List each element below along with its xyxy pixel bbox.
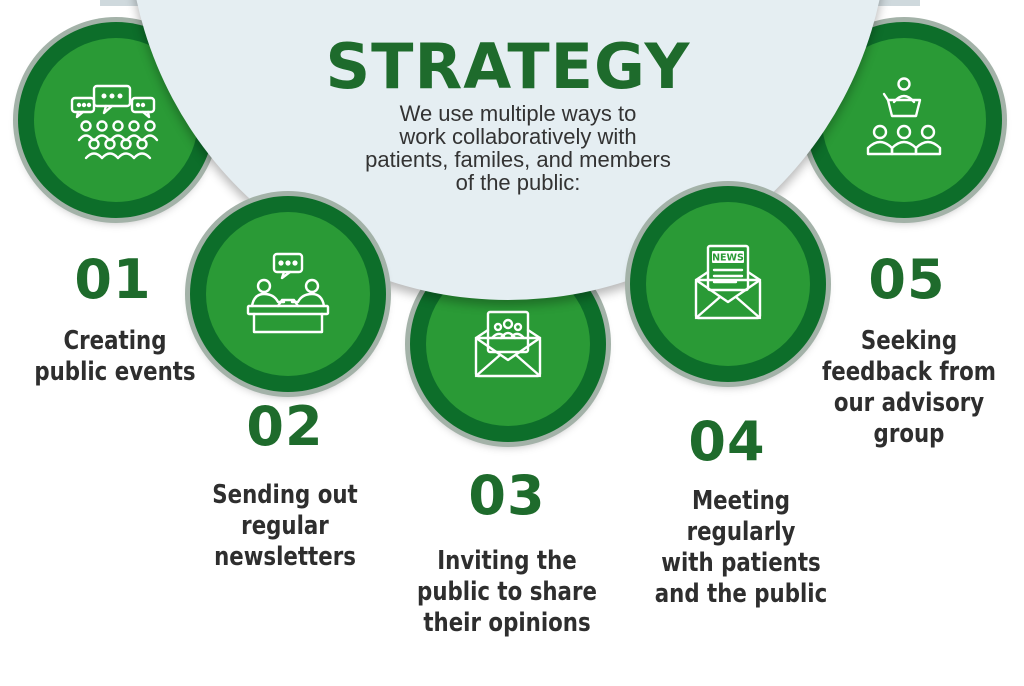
intro-line: We use multiple ways to bbox=[399, 101, 637, 126]
step-4-label-line: and the public bbox=[654, 579, 828, 609]
presenter-audience-icon bbox=[866, 77, 942, 156]
newsletter-envelope-icon: NEWS bbox=[694, 244, 762, 320]
step-3-label-line: public to share bbox=[417, 577, 597, 607]
step-2-label-line: newsletters bbox=[214, 542, 356, 572]
step-5-label-line: our advisory bbox=[833, 388, 985, 418]
step-1-label-line: public events bbox=[34, 357, 196, 387]
step-5-circle bbox=[806, 22, 1002, 218]
step-3-number: 03 bbox=[468, 464, 546, 527]
page-title: STRATEGY bbox=[325, 30, 691, 103]
audience-speech-bubbles-icon bbox=[70, 84, 159, 160]
step-4-label-line: Meeting regularly bbox=[686, 486, 796, 547]
step-2-number: 02 bbox=[246, 395, 324, 458]
news-icon-label: NEWS bbox=[712, 253, 744, 264]
step-5-label: Seeking feedback from our advisory group bbox=[815, 326, 1004, 450]
step-4-number: 04 bbox=[688, 410, 766, 473]
step-3-label: Inviting the public to share their opini… bbox=[413, 546, 602, 639]
step-3-label-line: their opinions bbox=[423, 608, 591, 638]
step-2-label-line: Sending out bbox=[212, 480, 358, 510]
step-4-label-line: with patients bbox=[661, 548, 821, 578]
envelope-group-icon bbox=[474, 310, 542, 378]
step-5-label-line: group bbox=[873, 419, 945, 449]
meeting-table-icon bbox=[246, 252, 330, 334]
step-4-circle: NEWS bbox=[630, 186, 826, 382]
intro-text: We use multiple ways to work collaborati… bbox=[338, 102, 698, 194]
intro-line: patients, familes, and members bbox=[365, 147, 671, 172]
intro-line: work collaboratively with bbox=[399, 124, 637, 149]
step-5-label-line: feedback from bbox=[821, 357, 996, 387]
step-1-number: 01 bbox=[74, 248, 152, 311]
step-1-label: Creating public events bbox=[21, 326, 210, 388]
step-5-number: 05 bbox=[868, 248, 946, 311]
step-2-circle bbox=[190, 196, 386, 392]
step-1-label-line: Creating bbox=[63, 326, 167, 356]
step-2-label-line: regular bbox=[241, 511, 329, 541]
intro-line: of the public: bbox=[455, 170, 581, 195]
step-2-label: Sending out regular newsletters bbox=[191, 480, 380, 573]
step-3-label-line: Inviting the bbox=[437, 546, 577, 576]
step-5-label-line: Seeking bbox=[860, 326, 958, 356]
step-4-label: Meeting regularly with patients and the … bbox=[647, 486, 836, 610]
